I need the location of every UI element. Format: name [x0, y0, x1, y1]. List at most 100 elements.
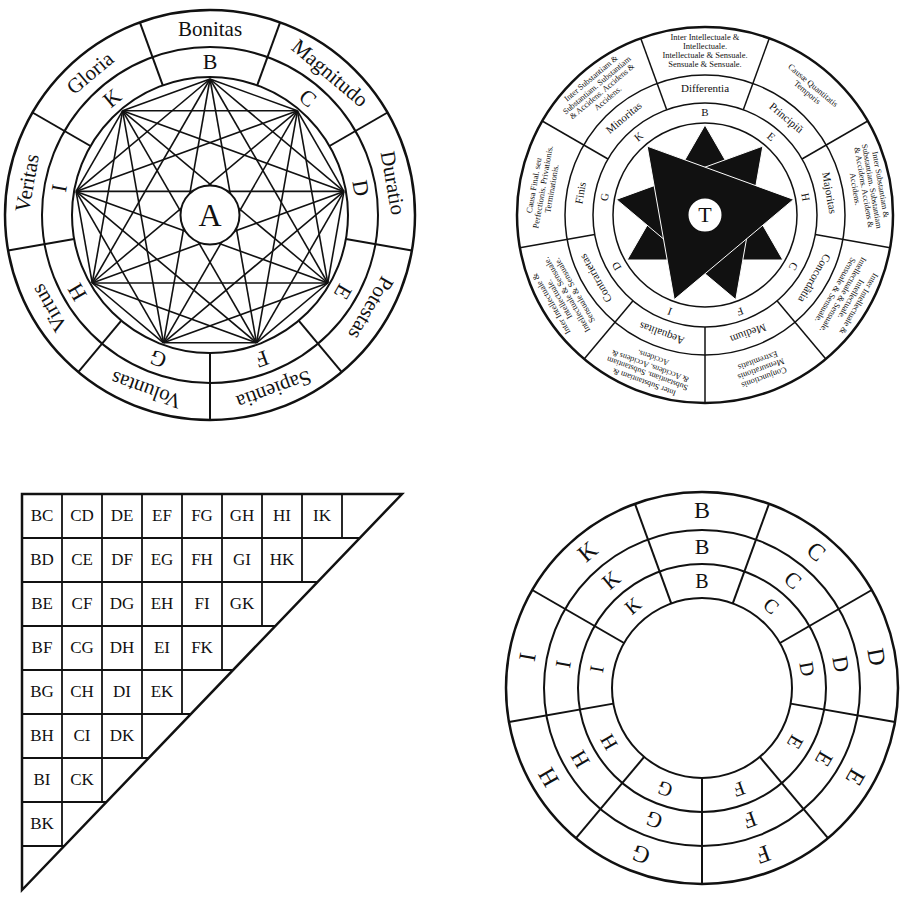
- ring-divider: [299, 321, 342, 372]
- letter: K: [633, 130, 647, 144]
- ring-divider: [635, 504, 671, 604]
- grid-line: [22, 625, 402, 627]
- letter: C: [759, 594, 783, 619]
- letter: G: [598, 192, 611, 202]
- ring-divider: [532, 590, 624, 643]
- ring-circle: [613, 123, 797, 307]
- combination-line: [257, 191, 344, 342]
- matrix-cell: BF: [32, 639, 53, 657]
- ring-divider: [780, 590, 872, 643]
- grid-line: [22, 801, 402, 803]
- grid-line: [22, 845, 402, 847]
- letter: K: [621, 593, 646, 618]
- matrix-cell: CH: [70, 683, 94, 701]
- matrix-cell: GK: [230, 595, 255, 613]
- letter: F: [752, 840, 773, 868]
- grid-line: [101, 494, 103, 802]
- matrix-cell: EI: [154, 639, 170, 657]
- ring-divider: [330, 113, 388, 147]
- principle-name: Finis: [573, 181, 588, 205]
- matrix-cell: BK: [30, 815, 54, 833]
- combination-line: [123, 79, 210, 111]
- matrix-cell: HI: [273, 507, 291, 525]
- outer-circle: [5, 10, 415, 420]
- ring-divider: [32, 113, 90, 147]
- matrix-cell: FG: [191, 507, 213, 525]
- letter: H: [566, 746, 594, 771]
- letter: K: [98, 84, 125, 112]
- matrix-cell: CD: [70, 507, 94, 525]
- matrix-cell: EH: [151, 595, 174, 613]
- ring-circle: [42, 47, 378, 383]
- grid-line: [22, 713, 402, 715]
- combination-line: [76, 191, 92, 283]
- letter: F: [253, 346, 272, 372]
- letter: B: [701, 107, 708, 119]
- principle-name: Medium: [729, 322, 768, 346]
- letter: B: [694, 498, 710, 523]
- matrix-cell: CE: [71, 551, 93, 569]
- ring-divider: [576, 757, 644, 838]
- letter: I: [666, 305, 673, 317]
- matrix-cell: BH: [30, 727, 54, 745]
- ring-circle: [593, 103, 817, 327]
- letter: D: [862, 647, 890, 668]
- letter: H: [64, 279, 92, 304]
- letter: H: [533, 763, 563, 791]
- dignity-name: Sapientia: [233, 366, 314, 413]
- combination-line: [210, 79, 297, 111]
- grid-line: [22, 757, 402, 759]
- letter: K: [598, 566, 625, 594]
- ring-divider: [209, 353, 211, 420]
- ring-divider: [760, 757, 828, 838]
- matrix-cell: GI: [233, 551, 251, 569]
- letter: E: [841, 764, 870, 789]
- letter: H: [799, 192, 812, 202]
- center-letter: A: [179, 199, 241, 231]
- letter: K: [573, 537, 602, 567]
- grid-line: [181, 494, 183, 714]
- matrix-cell: GH: [230, 507, 255, 525]
- letter: C: [295, 84, 321, 111]
- outer-circle: [517, 27, 893, 403]
- combination-line: [92, 79, 210, 283]
- ring-divider: [8, 239, 74, 251]
- grid-line: [221, 494, 223, 670]
- combination-line: [92, 282, 328, 284]
- relation-text: Inter Intellectuale & Intellectuale. Int…: [662, 33, 748, 69]
- ring-divider: [733, 504, 769, 604]
- ring-divider: [701, 778, 703, 884]
- letter: F: [730, 777, 748, 801]
- ring-divider: [743, 38, 769, 109]
- letter: E: [783, 731, 807, 752]
- letter: E: [764, 130, 777, 143]
- letter: F: [735, 304, 745, 317]
- combination-line: [123, 110, 298, 112]
- letter: D: [796, 660, 819, 678]
- letter: G: [146, 345, 169, 372]
- grid-line: [341, 494, 343, 538]
- letter: E: [811, 747, 838, 770]
- matrix-cell: CG: [70, 639, 94, 657]
- letter: D: [610, 260, 624, 273]
- grid-line: [141, 494, 143, 758]
- dignity-name: Veritas: [11, 152, 43, 213]
- combination-line: [257, 283, 328, 343]
- relation-text: Causa Final. seu Perfectionis. Privation…: [523, 142, 564, 231]
- ring-divider: [509, 704, 613, 722]
- letter: C: [780, 566, 806, 593]
- matrix-cell: CK: [70, 771, 94, 789]
- letter: B: [695, 535, 710, 558]
- combination-line: [92, 283, 163, 343]
- combination-line: [76, 111, 123, 192]
- letter: H: [597, 730, 622, 753]
- ring-circle: [72, 77, 348, 353]
- relation-text: Inter Substantiam & Substantiam. Substan…: [603, 338, 696, 400]
- matrix-triangle: [22, 494, 402, 890]
- matrix-cell: EF: [152, 507, 172, 525]
- letter: G: [642, 807, 665, 834]
- grid-line: [261, 494, 263, 626]
- matrix-cell: BD: [30, 551, 54, 569]
- ring-divider: [140, 22, 163, 85]
